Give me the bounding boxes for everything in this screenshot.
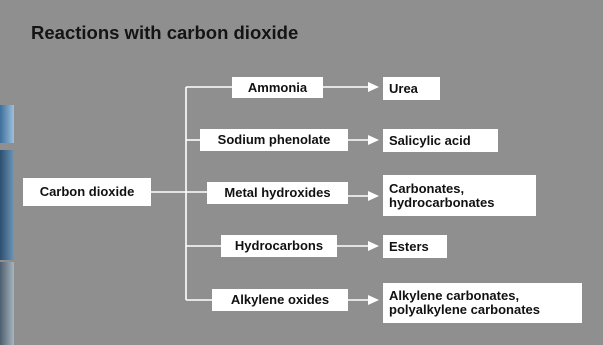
source-label: Carbon dioxide <box>39 184 135 199</box>
arrowhead-sodium-phenolate <box>368 135 379 145</box>
reagent-label: Metal hydroxides <box>224 185 331 200</box>
product-box-urea: Urea <box>383 77 440 100</box>
reagent-label: Hydrocarbons <box>234 238 324 253</box>
diagram-title: Reactions with carbon dioxide <box>31 22 299 43</box>
product-box-carbonates: Carbonates, hydrocarbonates <box>383 175 536 216</box>
reagent-box-ammonia: Ammonia <box>232 77 323 98</box>
background-photo-strip <box>0 262 14 345</box>
reagent-label: Ammonia <box>247 79 308 95</box>
reagent-box-alkylene-oxides: Alkylene oxides <box>212 289 348 311</box>
product-label: Alkylene carbonates, <box>389 288 520 303</box>
product-label: Carbonates, <box>389 180 465 196</box>
reagent-box-sodium-phenolate: Sodium phenolate <box>200 129 348 151</box>
background-photo-strip <box>0 150 14 260</box>
reagent-label: Sodium phenolate <box>217 132 331 147</box>
product-label: Urea <box>389 80 418 96</box>
product-box-alkylene-carbonates: Alkylene carbonates, polyalkylene carbon… <box>383 283 582 323</box>
arrowhead-metal-hydroxides <box>368 191 379 201</box>
product-box-salicylic-acid: Salicylic acid <box>383 129 498 152</box>
product-box-esters: Esters <box>383 235 447 258</box>
product-label: polyalkylene carbonates <box>389 302 541 317</box>
product-label: Salicylic acid <box>389 132 471 148</box>
product-label: Esters <box>389 238 429 254</box>
reagent-box-hydrocarbons: Hydrocarbons <box>221 235 337 257</box>
arrowhead-hydrocarbons <box>368 241 379 251</box>
arrowhead-alkylene-oxides <box>368 295 379 305</box>
product-label: hydrocarbonates <box>389 194 495 210</box>
reagent-box-metal-hydroxides: Metal hydroxides <box>207 182 348 204</box>
arrowhead-ammonia <box>368 82 379 92</box>
source-box: Carbon dioxide <box>23 178 151 206</box>
background-photo-strip <box>0 105 14 143</box>
reagent-label: Alkylene oxides <box>230 292 330 307</box>
